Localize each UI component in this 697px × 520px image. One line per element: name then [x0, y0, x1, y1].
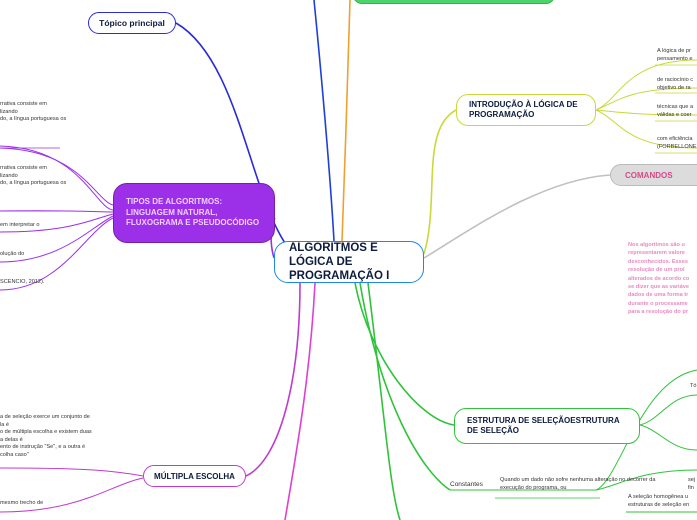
note-line: Quando um dado não sofre nenhuma alteraç…: [500, 477, 656, 483]
note-line: estruturas de seleção en: [628, 501, 690, 508]
note-line: em interpretar o: [0, 222, 40, 228]
note-line: a de seleção exerce um conjunto de: [0, 414, 90, 420]
note-line: lizando: [0, 172, 18, 179]
note-solucao: olução do: [0, 251, 24, 259]
connector-line: [367, 282, 401, 520]
note-line: fin: [688, 484, 694, 491]
connector-line: [595, 469, 697, 491]
note-mesmo-trecho: mesmo trecho de: [0, 500, 43, 508]
note-multipla-escolha: a de seleção exerce um conjunto de la é …: [0, 414, 92, 460]
note-side: sej fin: [688, 477, 695, 492]
note-line: sej: [688, 477, 696, 483]
note-line: A seleção homogênea u: [628, 494, 689, 500]
note-line: rrativa consiste em: [0, 165, 47, 171]
note-line: desconhecidos. Esses: [628, 258, 689, 265]
note-constantes: Quando um dado não sofre nenhuma alteraç…: [500, 477, 656, 492]
note-line: colha caso": [0, 451, 29, 458]
connector-line: [639, 424, 697, 451]
connector-line: [0, 147, 114, 206]
note-line: la é: [0, 421, 10, 428]
note-citation: SCENCIO, 2012).: [0, 279, 44, 287]
note-line: execução do programa, ou: [500, 484, 567, 491]
note-line: técnicas que a: [657, 104, 694, 110]
topic-principal-label: Tópico principal: [99, 18, 165, 28]
topic-comandos-label: COMANDOS: [625, 170, 673, 180]
note-line: resolução de um prol: [628, 267, 685, 274]
note-intro-2: de raciocínio c objetivo de ra: [657, 77, 693, 92]
note-line: durante o processame: [628, 300, 688, 307]
connector-line: [595, 109, 697, 116]
note-line: SCENCIO, 2012).: [0, 279, 45, 285]
note-line: rrativa consiste em: [0, 101, 47, 107]
connector-line: [0, 215, 114, 263]
note-line: A lógica de pr: [657, 48, 691, 54]
topic-constantes-label: Constantes: [450, 480, 483, 488]
connector-line: [423, 109, 457, 255]
note-line: pensamento e: [657, 55, 693, 62]
note-line: com eficiência: [657, 136, 693, 142]
note-line: de raciocínio c: [657, 77, 694, 83]
note-line: do, a língua portuguesa os: [0, 116, 67, 123]
topic-introducao-logica[interactable]: INTRODUÇÃO À LÓGICA DE PROGRAMAÇÃO: [456, 94, 596, 126]
note-intro-3: técnicas que a válidas e coer: [657, 104, 693, 119]
connector-line: [595, 87, 697, 111]
topic-comandos[interactable]: COMANDOS: [610, 164, 697, 186]
note-line: válidas e coer: [657, 111, 692, 118]
note-line: se dizer que as variáve: [628, 284, 689, 291]
connector-line: [341, 0, 351, 242]
note-linguagem-natural-2: rrativa consiste em lizando do, a língua…: [0, 165, 66, 188]
note-line: para a resolução do pr: [628, 309, 688, 316]
note-line: Nos algoritmos são u: [628, 242, 685, 248]
connector-line: [175, 22, 291, 251]
connector-line: [0, 145, 114, 211]
note-line: representarem valore: [628, 250, 685, 257]
note-line: (FORBELLONE: [657, 143, 697, 150]
connector-line: [423, 174, 611, 259]
central-topic[interactable]: ALGORITMOS E LÓGICA DE PROGRAMAÇÃO I: [274, 241, 424, 283]
note-line: objetivo de ra: [657, 84, 691, 91]
note-intro-1: A lógica de pr pensamento e: [657, 48, 692, 63]
note-interpretar: em interpretar o: [0, 222, 39, 230]
topic-multipla-escolha[interactable]: MÚLTIPLA ESCOLHA: [143, 465, 246, 487]
note-intro-4: com eficiência (FORBELLONE: [657, 136, 696, 151]
note-comandos-variaveis: Nos algoritmos são u representarem valor…: [628, 241, 697, 317]
topic-tipos-label: TIPOS DE ALGORITMOS: LINGUAGEM NATURAL, …: [126, 197, 260, 228]
note-selecao-homogenea: A seleção homogênea u estruturas de sele…: [628, 494, 689, 509]
connector-line: [639, 394, 697, 426]
connector-line: [313, 0, 335, 242]
topic-multipla-label: MÚLTIPLA ESCOLHA: [154, 471, 235, 481]
topic-selecao-label: ESTRUTURA DE SELEÇÃOESTRUTURA DE SELEÇÃO: [467, 415, 620, 436]
note-line: olução do: [0, 251, 25, 257]
connector-line: [354, 282, 455, 426]
note-line: a delas é: [0, 436, 23, 443]
connector-line: [359, 282, 451, 491]
topic-constantes[interactable]: Constantes: [450, 477, 494, 491]
note-line: mesmo trecho de: [0, 500, 44, 506]
top-topic-node[interactable]: [353, 0, 555, 4]
connector-line: [595, 109, 697, 149]
connector-line: [245, 282, 301, 477]
topic-principal[interactable]: Tópico principal: [88, 12, 176, 34]
note-line: ento de instrução "Se", e a outra é: [0, 444, 86, 451]
note-line: dados de uma forma tr: [628, 292, 689, 299]
connector-line: [0, 467, 144, 477]
note-linguagem-natural-1: rrativa consiste em lizando do, a língua…: [0, 101, 66, 124]
connector-line: [0, 217, 114, 291]
topic-intro-label: INTRODUÇÃO À LÓGICA DE PROGRAMAÇÃO: [469, 99, 578, 120]
note-line: Tó: [690, 383, 697, 389]
central-title: ALGORITMOS E LÓGICA DE PROGRAMAÇÃO I: [289, 242, 390, 282]
note-line: lizando: [0, 108, 18, 115]
note-selecao-sub: Tó: [690, 383, 697, 391]
note-line: o de múltipla escolha e existem duas: [0, 429, 92, 436]
connector-line: [0, 477, 144, 513]
note-line: do, a língua portuguesa os: [0, 180, 67, 187]
connector-line: [284, 282, 316, 520]
topic-tipos-algoritmos[interactable]: TIPOS DE ALGORITMOS: LINGUAGEM NATURAL, …: [113, 183, 275, 243]
connector-line: [595, 59, 697, 111]
note-line: alterados de acordo co: [628, 275, 690, 282]
connector-line: [0, 213, 114, 233]
topic-estrutura-selecao[interactable]: ESTRUTURA DE SELEÇÃOESTRUTURA DE SELEÇÃO: [454, 408, 640, 444]
